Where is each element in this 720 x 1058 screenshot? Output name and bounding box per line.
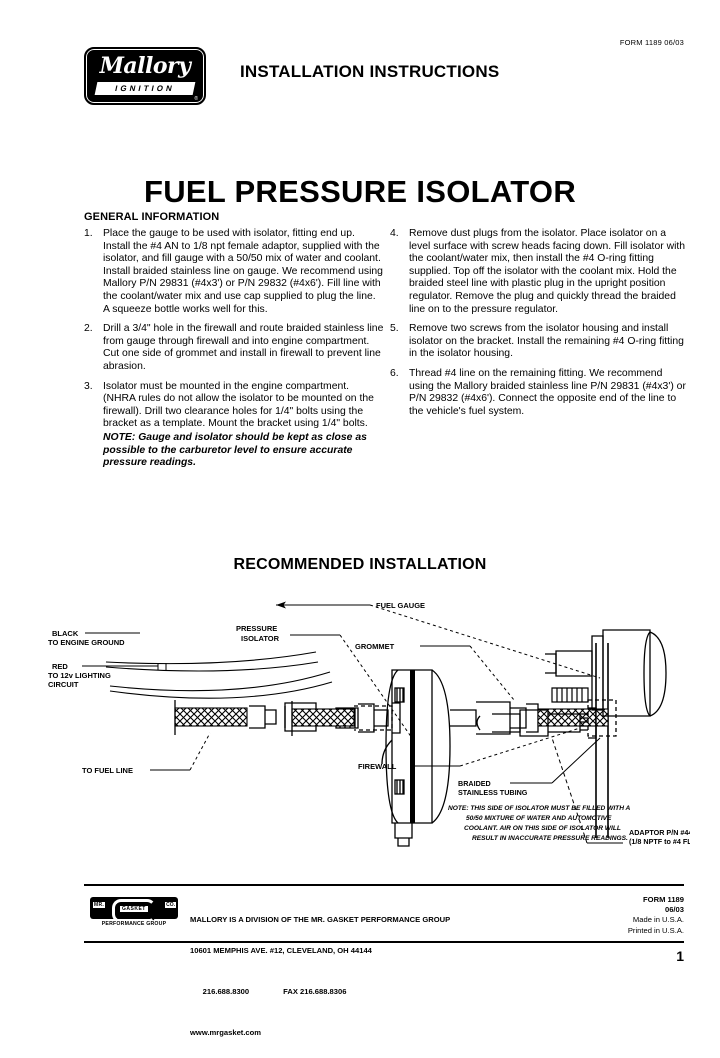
label-black-wire: BLACK <box>52 629 79 638</box>
mr-gasket-logo-g-shape <box>112 899 156 923</box>
label-firewall: FIREWALL <box>358 762 397 771</box>
general-information-heading: GENERAL INFORMATION <box>84 211 220 223</box>
mr-gasket-logo-gasket: GASKET <box>120 906 148 912</box>
page-title: FUEL PRESSURE ISOLATOR <box>143 173 577 209</box>
step-text: Remove dust plugs from the isolator. Pla… <box>409 228 686 315</box>
label-red-wire: RED <box>52 662 68 671</box>
diagram-note-line1: NOTE: THIS SIDE OF ISOLATOR MUST BE FILL… <box>448 805 631 812</box>
label-braided-line1: BRAIDED <box>458 779 491 788</box>
footer-form: FORM 1189 <box>643 895 684 904</box>
step-number: 1. <box>84 228 93 239</box>
diagram-note-line3: COOLANT. AIR ON THIS SIDE OF ISOLATOR WI… <box>464 825 621 832</box>
step-number: 6. <box>390 367 399 379</box>
footer-date: 06/03 <box>664 905 684 915</box>
document-page: FORM 1189 06/03 Mallory IGNITION ® INSTA… <box>40 38 690 1037</box>
step-text: Drill a 3/4" hole in the firewall and ro… <box>103 323 384 372</box>
footer-website[interactable]: www.mrgasket.com <box>190 1027 262 1037</box>
mallory-logo-subtext: IGNITION <box>114 84 176 93</box>
recommended-installation-heading: RECOMMENDED INSTALLATION <box>233 556 487 573</box>
page-number: 1 <box>676 948 684 964</box>
label-red-wire-destination-line2: CIRCUIT <box>48 680 79 689</box>
list-item: 4. Remove dust plugs from the isolator. … <box>390 228 686 316</box>
footer-made-in: Made in U.S.A. <box>632 915 684 925</box>
footer-rule-bottom <box>84 941 684 943</box>
diagram-note-line2: 50/50 MIXTURE OF WATER AND AUTOMOTIVE <box>466 815 612 822</box>
installation-diagram: TO FUEL LINE PRESSURE ISOLATOR GROMMET F… <box>40 588 690 873</box>
step-note: NOTE: Gauge and isolator should be kept … <box>103 431 367 469</box>
mr-gasket-logo-mr: MR. <box>93 902 106 908</box>
document-kicker: INSTALLATION INSTRUCTIONS <box>240 62 500 81</box>
step-text: Thread #4 line on the remaining fitting.… <box>409 367 686 417</box>
label-pressure-isolator-line2: ISOLATOR <box>241 634 280 643</box>
mr-gasket-logo: MR. GASKET CO. PERFORMANCE GROUP <box>86 895 182 935</box>
label-fuel-gauge: FUEL GAUGE <box>376 601 425 610</box>
label-braided-line2: STAINLESS TUBING <box>458 788 528 797</box>
instruction-list-left: 1. Place the gauge to be used with isola… <box>84 228 384 470</box>
list-item: 6. Thread #4 line on the remaining fitti… <box>390 368 686 418</box>
label-pressure-isolator-line1: PRESSURE <box>236 624 277 633</box>
step-number: 4. <box>390 228 399 239</box>
gauge-assembly-svg: FUEL GAUGE BLACK TO ENGINE GROUND RED TO… <box>48 601 690 846</box>
footer-company: MALLORY IS A DIVISION OF THE MR. GASKET … <box>190 915 451 925</box>
footer-address: 10601 MEMPHIS AVE. #12, CLEVELAND, OH 44… <box>190 946 372 956</box>
step-text: Remove two screws from the isolator hous… <box>409 323 684 360</box>
mr-gasket-logo-subtext: PERFORMANCE GROUP <box>101 921 167 927</box>
label-to-fuel-line: TO FUEL LINE <box>82 766 133 775</box>
footer-printed-in: Printed in U.S.A. <box>627 925 684 935</box>
list-item: 1. Place the gauge to be used with isola… <box>84 228 384 316</box>
instruction-list-right: 4. Remove dust plugs from the isolator. … <box>390 228 686 418</box>
list-item: 3. Isolator must be mounted in the engin… <box>84 381 384 470</box>
footer-address-block: MALLORY IS A DIVISION OF THE MR. GASKET … <box>190 895 450 1058</box>
step-text: Isolator must be mounted in the engine c… <box>103 380 374 430</box>
mallory-logo: Mallory IGNITION ® <box>84 47 206 105</box>
mallory-logo-wordmark: Mallory <box>99 53 191 79</box>
label-adaptor-pn: ADAPTOR P/N #44876 <box>629 828 690 837</box>
mr-gasket-logo-co: CO. <box>165 902 176 908</box>
footer-meta-block: FORM 1189 06/03 Made in U.S.A. Printed i… <box>628 895 684 936</box>
diagram-note-line4: RESULT IN INACCURATE PRESSURE READINGS. <box>472 835 628 842</box>
instructions-left-column: 1. Place the gauge to be used with isola… <box>84 228 384 477</box>
step-number: 2. <box>84 323 93 335</box>
label-adaptor-spec: (1/8 NPTF to #4 FLAIR) <box>629 837 690 846</box>
label-black-wire-destination: TO ENGINE GROUND <box>48 638 125 647</box>
step-text: Place the gauge to be used with isolator… <box>103 228 383 315</box>
instructions-right-column: 4. Remove dust plugs from the isolator. … <box>390 228 686 425</box>
step-number: 5. <box>390 323 399 335</box>
step-number: 3. <box>84 380 93 392</box>
label-red-wire-destination-line1: TO 12v LIGHTING <box>48 671 111 680</box>
list-item: 5. Remove two screws from the isolator h… <box>390 323 686 361</box>
registered-mark-icon: ® <box>194 96 198 102</box>
label-grommet: GROMMET <box>355 642 395 651</box>
list-item: 2. Drill a 3/4" hole in the firewall and… <box>84 323 384 373</box>
form-code: FORM 1189 06/03 <box>619 38 684 47</box>
footer-phone: 216.688.8300 <box>202 986 250 996</box>
footer-fax: FAX 216.688.8306 <box>283 986 347 996</box>
footer-rule-top <box>84 884 684 886</box>
